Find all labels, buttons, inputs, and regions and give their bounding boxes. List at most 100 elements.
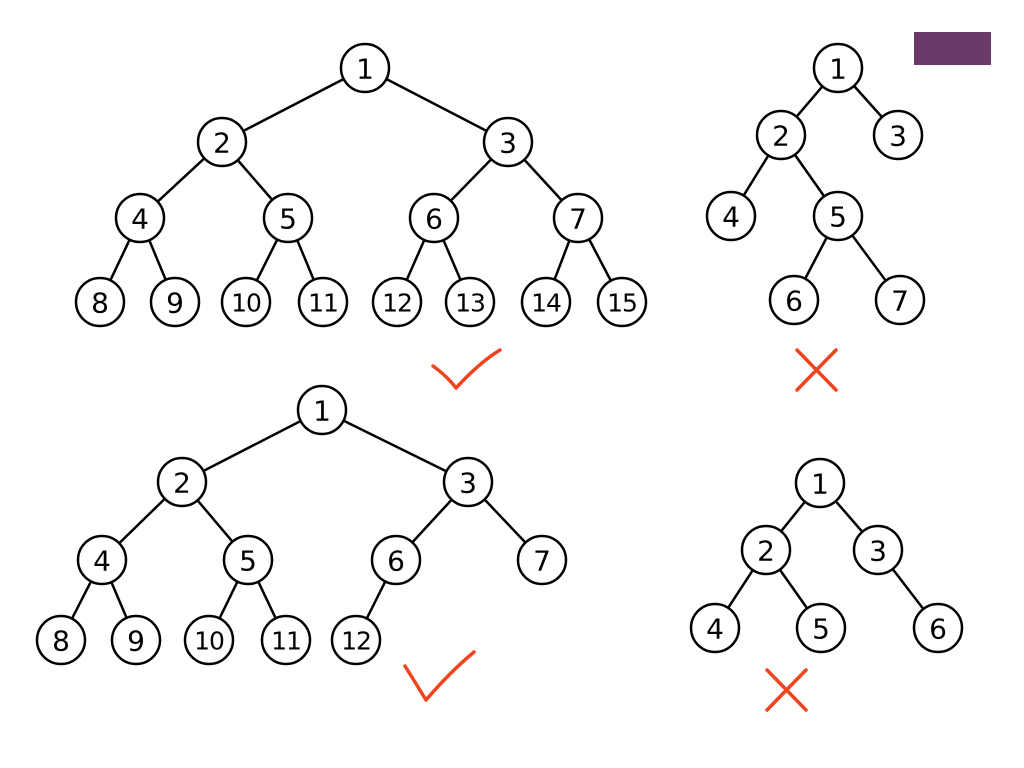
- tree-node-label: 3: [869, 535, 887, 568]
- tree-node: 5: [812, 190, 864, 242]
- tree-node-label: 4: [722, 201, 740, 234]
- tree-edge: [803, 236, 829, 280]
- tree-edge: [779, 500, 807, 533]
- tree-node: 13: [444, 276, 496, 328]
- invalid-cross-mark-icon: [765, 668, 808, 712]
- tree-node: 2: [740, 524, 792, 576]
- tree-node: 3: [442, 456, 494, 508]
- tree-node: 12: [371, 276, 423, 328]
- tree-node-circle: [552, 192, 604, 244]
- tree-node-label: 3: [499, 127, 517, 160]
- tree-node-circle: [260, 614, 312, 666]
- tree-edge: [483, 498, 527, 544]
- tree-node: 5: [222, 534, 274, 586]
- tree-edge: [218, 580, 239, 620]
- invalid-cross-mark-icon: [795, 348, 838, 392]
- tree-node: 4: [114, 192, 166, 244]
- tree-node-circle: [408, 192, 460, 244]
- tree-node-circle: [297, 276, 349, 328]
- tree-node-label: 2: [213, 127, 231, 160]
- tree-node: 6: [408, 192, 460, 244]
- tree-node: 1: [794, 457, 846, 509]
- tree-node: 14: [520, 276, 572, 328]
- tree-node: 8: [35, 614, 87, 666]
- tree-node: 4: [689, 602, 741, 654]
- tree-node-label: 9: [127, 625, 145, 658]
- tree-node-circle: [755, 109, 807, 161]
- tree-edge: [449, 157, 493, 203]
- tree-node: 11: [260, 614, 312, 666]
- tree-edge: [236, 158, 274, 202]
- tree-node-circle: [74, 276, 126, 328]
- tree-node-circle: [220, 276, 272, 328]
- tree-node-label: 12: [382, 289, 412, 318]
- tree-node: 7: [516, 534, 568, 586]
- tree-node-circle: [768, 274, 820, 326]
- tree-node-circle: [872, 109, 924, 161]
- tree-node: 10: [183, 614, 235, 666]
- tree-node-circle: [874, 274, 926, 326]
- tree-node: 8: [74, 276, 126, 328]
- tree-edge: [834, 499, 864, 534]
- tree-edge: [365, 580, 387, 620]
- tree-node: 3: [482, 116, 534, 168]
- tree-node-label: 5: [829, 201, 847, 234]
- tree-node-circle: [76, 534, 128, 586]
- tree-node-circle: [262, 192, 314, 244]
- tree-node-label: 6: [425, 203, 443, 236]
- tree-node-label: 6: [785, 285, 803, 318]
- tree-edge: [587, 238, 613, 282]
- tree-node-label: 10: [194, 627, 224, 656]
- tree-node-label: 7: [569, 203, 587, 236]
- tree-node-circle: [596, 276, 648, 328]
- tree-edge: [257, 580, 277, 620]
- tree-node-circle: [812, 190, 864, 242]
- tree-edge: [385, 77, 488, 133]
- tree-node-circle: [740, 524, 792, 576]
- tree-edge: [553, 239, 571, 281]
- tree-edge: [405, 238, 426, 282]
- tree-node-label: 1: [829, 53, 847, 86]
- tree-node-label: 13: [455, 289, 485, 318]
- tree-node: 6: [912, 602, 964, 654]
- tree-node: 5: [262, 192, 314, 244]
- tree-node: 6: [768, 274, 820, 326]
- tree-edge: [147, 238, 168, 282]
- tree-node: 4: [76, 534, 128, 586]
- tree-node-label: 1: [313, 395, 331, 428]
- tree-edge: [156, 157, 206, 203]
- tree-node-label: 6: [387, 545, 405, 578]
- tree-edge: [891, 567, 925, 611]
- tree-node: 9: [149, 276, 201, 328]
- tree-node-circle: [222, 534, 274, 586]
- tree-node-circle: [812, 42, 864, 94]
- tree-node-label: 9: [166, 287, 184, 320]
- tree-node-circle: [520, 276, 572, 328]
- tree-node-circle: [705, 190, 757, 242]
- corner-accent-bar: [914, 32, 991, 65]
- tree-node-circle: [114, 192, 166, 244]
- tree-node: 1: [296, 384, 348, 436]
- tree-node-label: 11: [308, 289, 338, 318]
- tree-node-label: 2: [772, 120, 790, 153]
- tree-edge: [411, 498, 453, 544]
- tree-node-circle: [442, 456, 494, 508]
- tree-edge: [795, 85, 824, 118]
- tree-edge: [295, 238, 316, 282]
- tree-edge: [196, 499, 234, 543]
- tree-node-circle: [149, 276, 201, 328]
- tree-node-label: 4: [131, 203, 149, 236]
- tree-edge: [202, 419, 302, 473]
- tree-node: 2: [755, 109, 807, 161]
- tree-node-circle: [330, 614, 382, 666]
- tree-node-label: 11: [271, 627, 301, 656]
- tree-edge: [117, 497, 167, 545]
- tree-node: 2: [156, 456, 208, 508]
- tree-node-circle: [371, 276, 423, 328]
- tree-node: 5: [795, 602, 847, 654]
- tree-node-label: 2: [173, 467, 191, 500]
- tree-node: 6: [370, 534, 422, 586]
- tree-node-label: 8: [52, 625, 70, 658]
